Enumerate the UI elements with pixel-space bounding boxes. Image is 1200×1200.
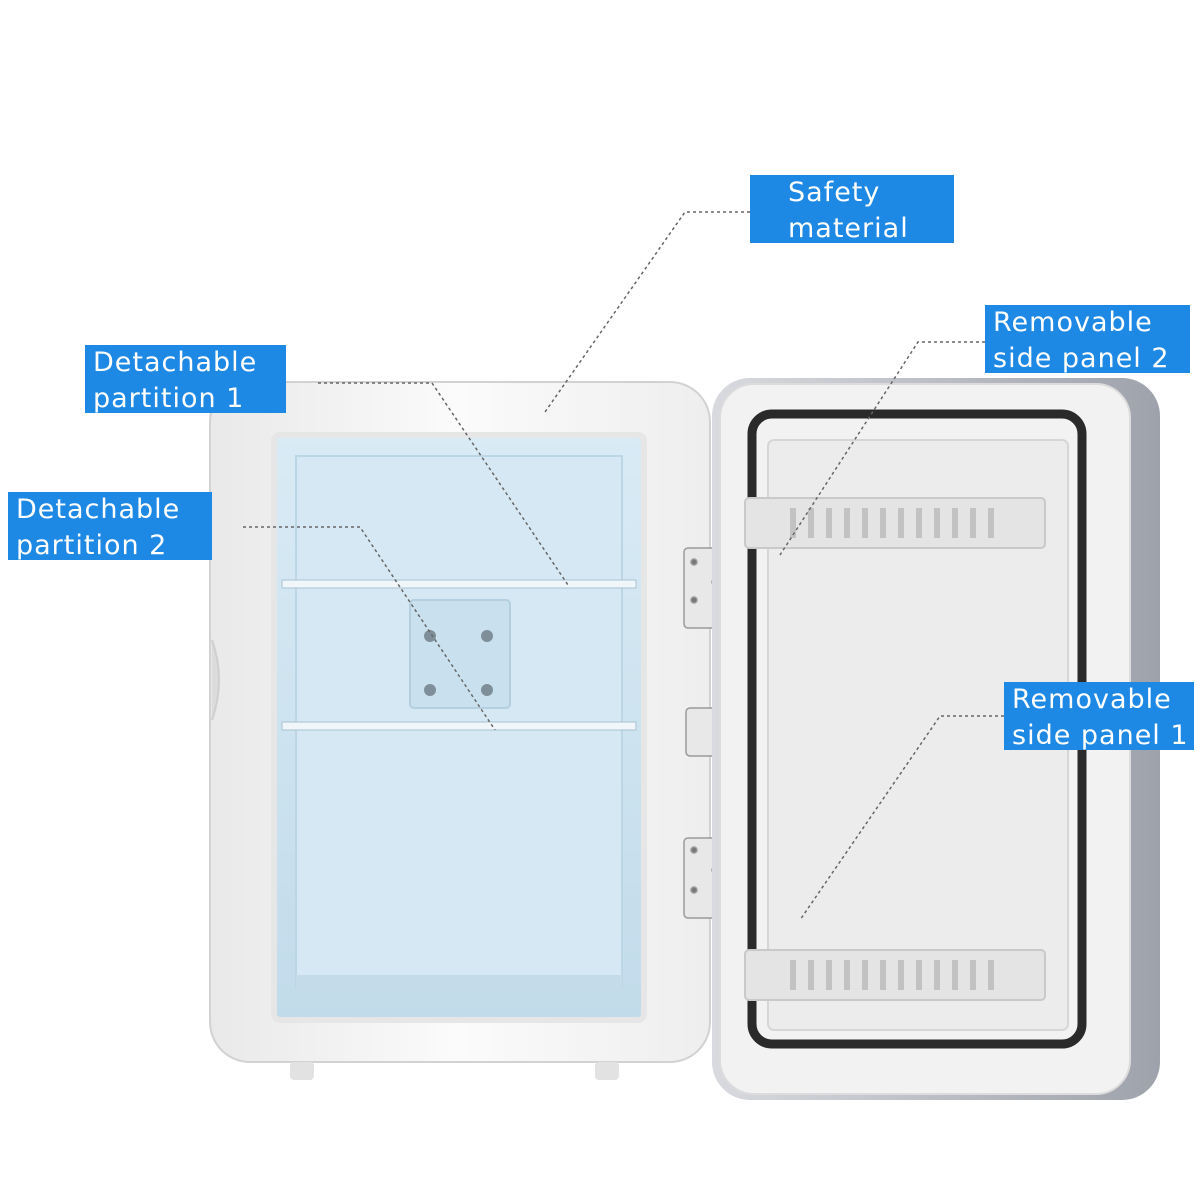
callout-line: Safety <box>788 177 881 208</box>
callout-removable-side-panel-1: Removable side panel 1 <box>1004 682 1194 751</box>
callout-detachable-partition-1: Detachable partition 1 <box>85 345 286 414</box>
callout-line: side panel 1 <box>1012 720 1189 751</box>
callout-line: partition 1 <box>93 383 245 414</box>
foot-left <box>290 1062 314 1080</box>
callout-safety-material: Safety material <box>750 175 954 244</box>
fridge-body <box>209 381 711 1080</box>
leader-detachable-partition-1 <box>318 382 569 586</box>
callout-line: side panel 2 <box>993 343 1170 374</box>
callout-line: partition 2 <box>16 530 168 561</box>
removable-side-panel-1 <box>744 949 1046 1001</box>
callout-boxes <box>8 175 1194 750</box>
callout-removable-side-panel-2: Removable side panel 2 <box>985 305 1190 374</box>
callout-line: Removable <box>993 307 1153 338</box>
callout-line: Removable <box>1012 684 1172 715</box>
removable-side-panel-2 <box>744 497 1046 549</box>
screw <box>424 630 436 642</box>
screw <box>481 630 493 642</box>
callout-line: Detachable <box>93 347 258 378</box>
screw <box>481 684 493 696</box>
screw <box>424 684 436 696</box>
detachable-partition-1 <box>281 579 637 589</box>
callout-line: Detachable <box>16 494 181 525</box>
callout-line: material <box>788 213 909 244</box>
leader-detachable-partition-2 <box>243 526 496 731</box>
detachable-partition-2 <box>281 721 637 731</box>
foot-right <box>595 1062 619 1080</box>
callout-detachable-partition-2: Detachable partition 2 <box>8 492 212 561</box>
back-bracket <box>409 599 511 709</box>
leader-removable-side-panel-1 <box>799 715 1004 921</box>
leader-removable-side-panel-2 <box>779 341 985 556</box>
leader-lines <box>243 211 1004 921</box>
